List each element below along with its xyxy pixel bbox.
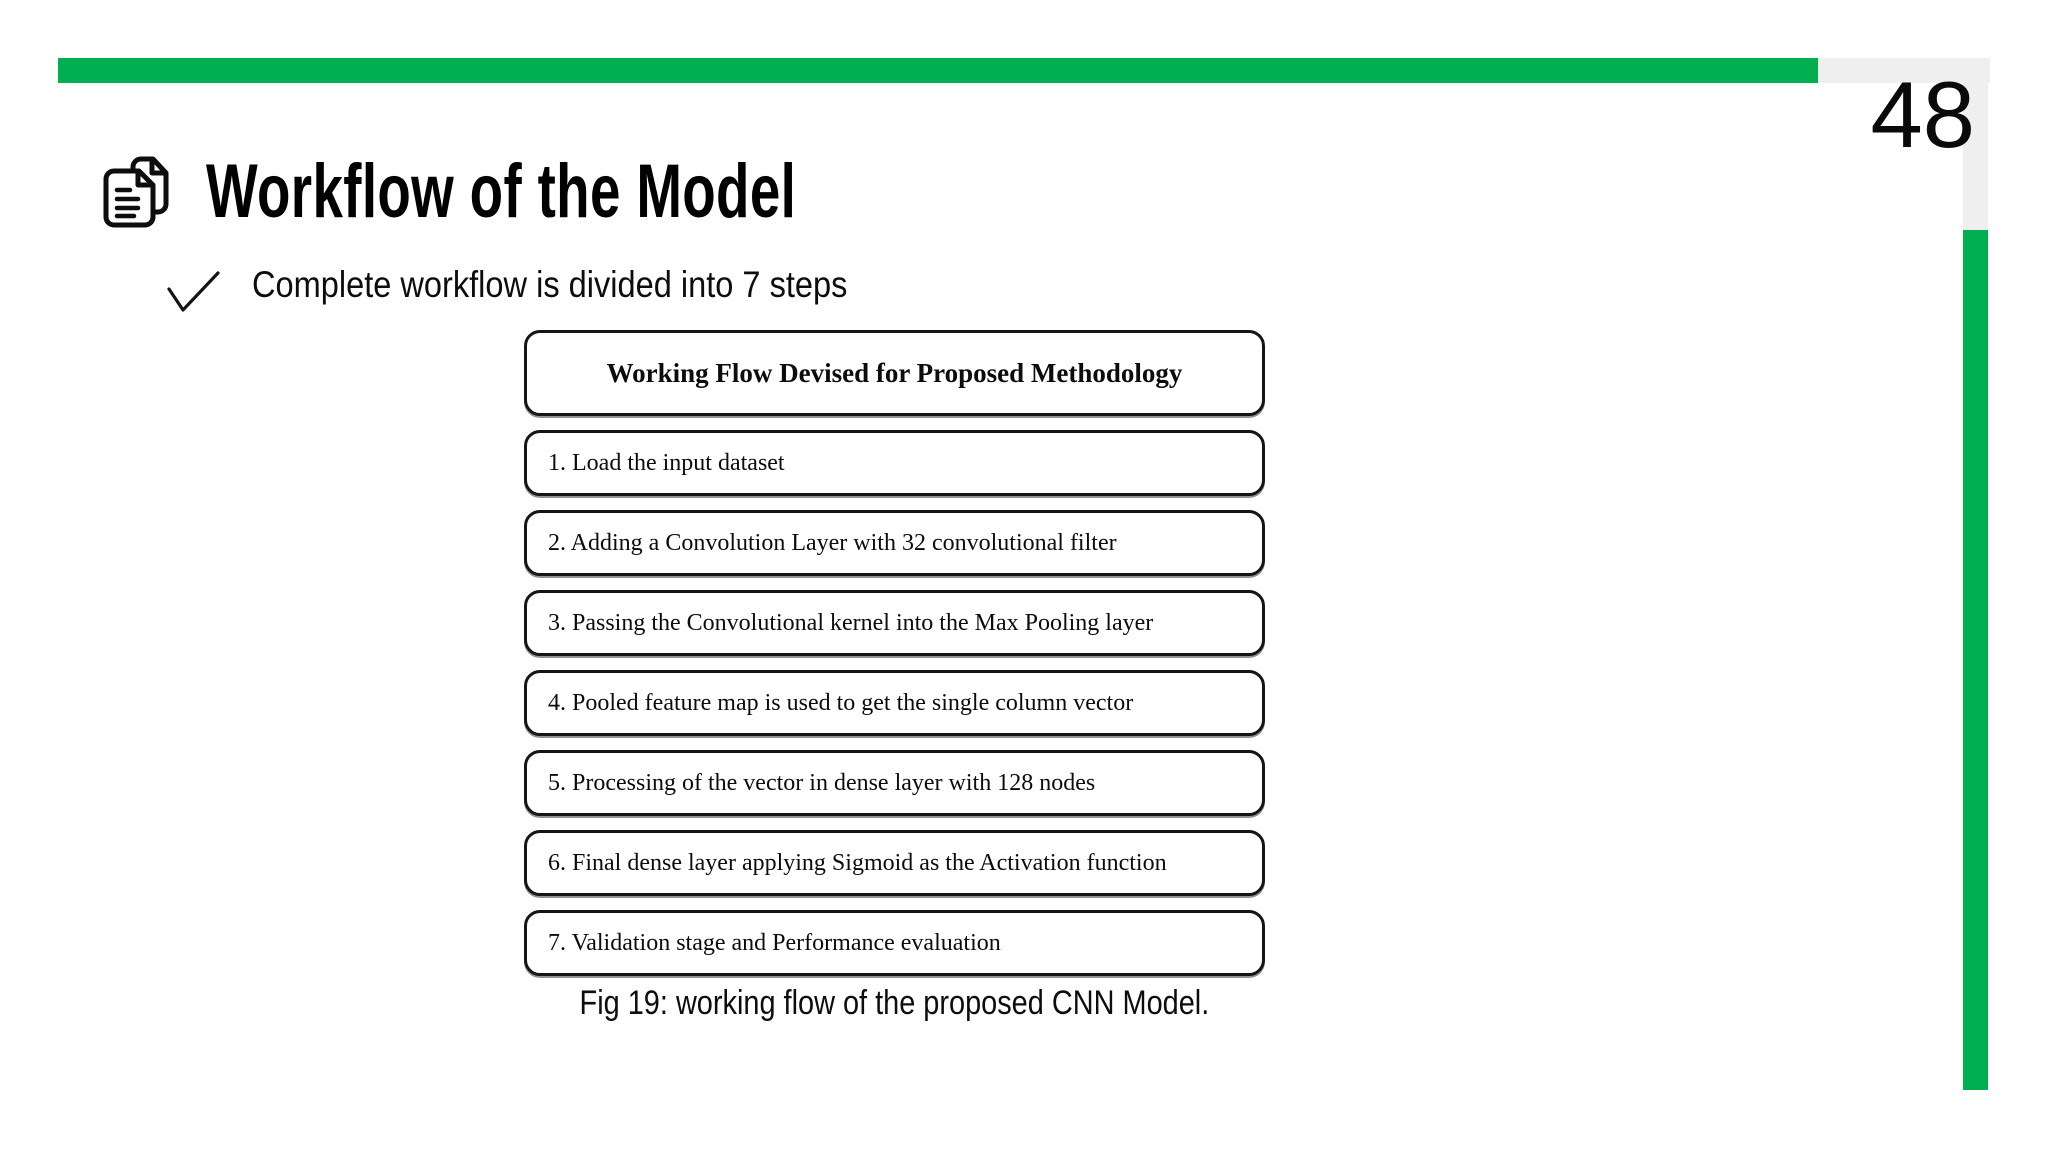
top-accent-bar-gray-segment [1818, 58, 1990, 83]
page-title: Workflow of the Model [206, 148, 797, 234]
workflow-step-box: 3. Passing the Convolutional kernel into… [524, 590, 1265, 656]
figure-caption: Fig 19: working flow of the proposed CNN… [524, 984, 1265, 1023]
right-accent-strip-gray-segment [1963, 58, 1988, 230]
workflow-step-box: 4. Pooled feature map is used to get the… [524, 670, 1265, 736]
workflow-step-box: 1. Load the input dataset [524, 430, 1265, 496]
workflow-step-box: 6. Final dense layer applying Sigmoid as… [524, 830, 1265, 896]
figure-header-box: Working Flow Devised for Proposed Method… [524, 330, 1265, 416]
right-accent-strip [1963, 230, 1988, 1090]
workflow-step-box: 7. Validation stage and Performance eval… [524, 910, 1265, 976]
bullet-row: Complete workflow is divided into 7 step… [166, 255, 929, 315]
workflow-step-box: 2. Adding a Convolution Layer with 32 co… [524, 510, 1265, 576]
workflow-step-box: 5. Processing of the vector in dense lay… [524, 750, 1265, 816]
checkmark-icon [167, 271, 220, 312]
page-number: 48 [1870, 62, 1975, 167]
figure-caption-text: Fig 19: working flow of the proposed CNN… [579, 984, 1210, 1022]
workflow-figure: Working Flow Devised for Proposed Method… [524, 330, 1265, 1023]
documents-icon [103, 156, 169, 228]
bullet-text: Complete workflow is divided into 7 step… [252, 264, 848, 305]
slide-header: Workflow of the Model [100, 148, 1026, 234]
top-accent-bar [58, 58, 1818, 83]
